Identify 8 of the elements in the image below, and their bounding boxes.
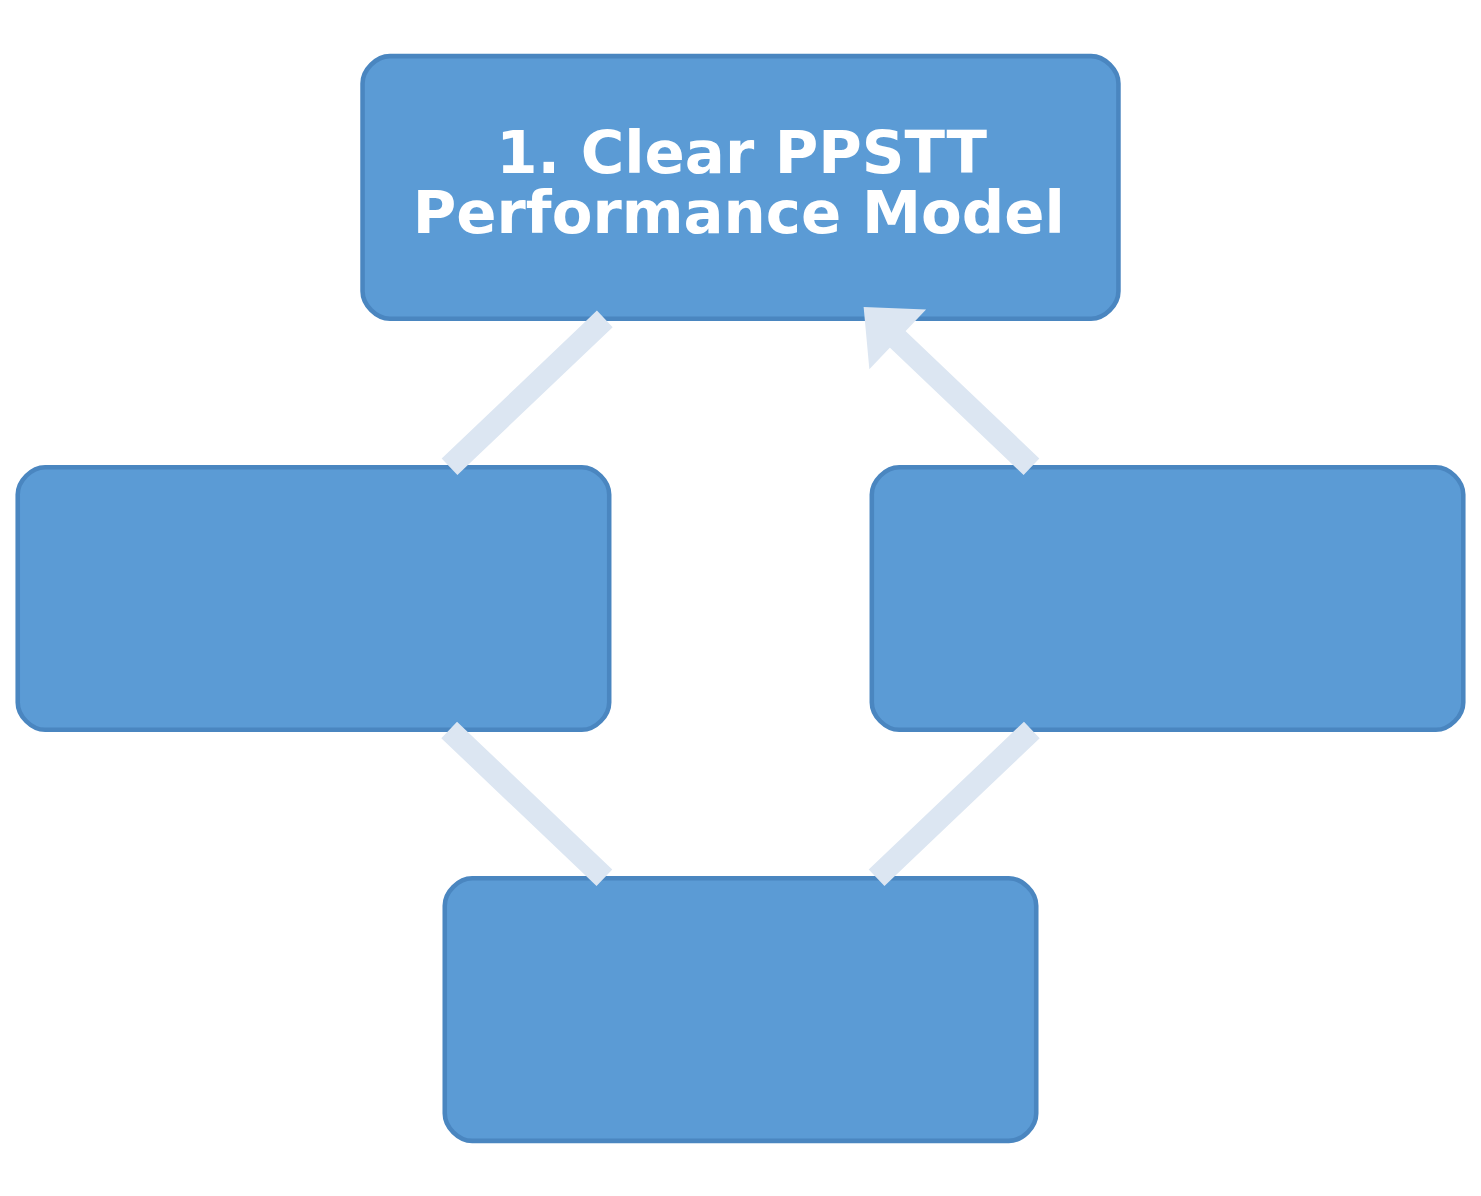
node-box xyxy=(15,464,612,732)
arrow xyxy=(863,306,1040,475)
connector xyxy=(441,310,613,475)
node-box xyxy=(442,875,1039,1143)
connector xyxy=(868,721,1040,886)
connector xyxy=(441,721,613,886)
node-box: 1. Clear PPSTT Performance Model xyxy=(360,53,1121,321)
node-box xyxy=(869,464,1466,732)
